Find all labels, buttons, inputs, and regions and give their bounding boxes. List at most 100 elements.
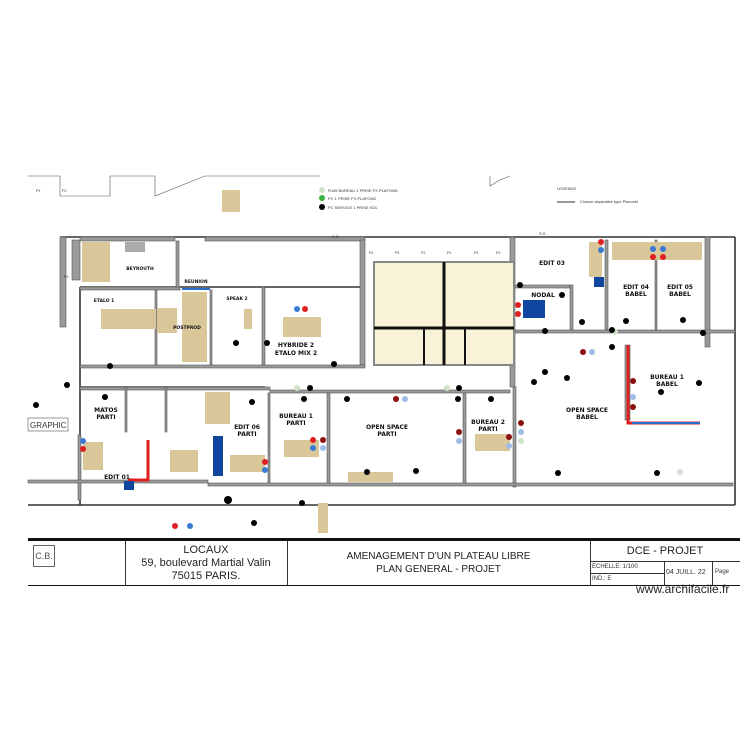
room-label-edit-04: EDIT 04	[623, 284, 649, 291]
title-block-title: AMENAGEMENT D'UN PLATEAU LIBRE PLAN GENE…	[287, 541, 591, 585]
legend: RJ45 BUREAU 1 PRISE FX PLAFOND PC 1 PRIS…	[319, 186, 638, 210]
room-label-edit-05-babel: BABEL	[669, 291, 691, 298]
room-label-bureau-1-babel: BUREAU 1	[650, 374, 684, 381]
socket-darkred-icon	[456, 429, 462, 435]
title-block-info: DCE - PROJET ECHELLE: 1/100 IND.: E 04 J…	[590, 541, 740, 585]
room-label-hybride-2: HYBRIDE 2	[278, 342, 314, 349]
pi-label: P.I.	[474, 250, 480, 255]
socket-service-icons	[33, 282, 706, 526]
scale-label: ECHELLE: 1/100	[592, 564, 638, 570]
drawing-title: AMENAGEMENT D'UN PLATEAU LIBRE	[346, 551, 531, 562]
socket-lightblue-icon	[518, 429, 524, 435]
pi-label: P.I.	[421, 250, 427, 255]
building-exterior-outline	[28, 175, 511, 197]
company-logo: C.B.	[33, 545, 55, 567]
socket-red-icon	[310, 437, 316, 443]
socket-red-icon	[515, 311, 521, 317]
socket-darkred-icon	[630, 404, 636, 410]
index-label: IND.: E	[592, 576, 612, 582]
ss-label: S.S.	[539, 231, 547, 236]
socket-rj45-icon	[518, 438, 524, 444]
socket-red-icon	[262, 459, 268, 465]
room-label-bureau-1-parti-2: PARTI	[286, 420, 305, 427]
socket-darkred-icon	[393, 396, 399, 402]
socket-lightblue-icon	[506, 443, 512, 449]
socket-rj45-icon	[294, 385, 300, 391]
legend-rj45-icon	[319, 187, 325, 193]
room-label-speak-2: SPEAK 2	[226, 296, 247, 302]
socket-red-icon	[302, 306, 308, 312]
date-label: 04 JUILL. 22	[666, 569, 706, 576]
walls	[27, 236, 736, 506]
socket-blue-icon	[80, 438, 86, 444]
socket-lightblue-icon	[320, 445, 326, 451]
socket-blue-icon	[187, 523, 193, 529]
room-label-nodal: NODAL	[531, 292, 555, 299]
room-label-etalo-mix-2: ETALO MIX 2	[275, 350, 317, 357]
equipment	[213, 277, 604, 476]
pi-label: P.I.	[36, 188, 42, 193]
socket-darkred-icon	[518, 420, 524, 426]
room-label-graphic: GRAPHIC	[30, 421, 67, 430]
socket-red-icon	[80, 446, 86, 452]
socket-red-icon	[650, 254, 656, 260]
room-label-edit-06: EDIT 06	[234, 424, 260, 431]
furniture	[82, 242, 702, 533]
room-label-reunion: REUNION	[184, 279, 207, 285]
room-label-edit-05: EDIT 05	[667, 284, 693, 291]
equipment-rack	[124, 481, 134, 490]
socket-blue-icon	[660, 246, 666, 252]
divider	[712, 561, 713, 585]
graphic-label-box	[27, 417, 69, 432]
divider	[590, 573, 664, 574]
phase-label: DCE - PROJET	[590, 541, 740, 562]
watermark: www.archifacile.fr	[636, 582, 730, 596]
ss-label: S.S.	[332, 234, 340, 239]
socket-blue-icon	[262, 467, 268, 473]
room-label-open-space-babel-2: BABEL	[576, 414, 598, 421]
courtyard	[373, 261, 515, 366]
legend-pc-icon	[319, 195, 325, 201]
socket-blue-icon	[310, 445, 316, 451]
room-label-matos-parti: PARTI	[96, 414, 115, 421]
socket-blue-icon	[650, 246, 656, 252]
pi-label: P.I.	[395, 250, 401, 255]
pi-label: P.I.	[64, 274, 70, 279]
furniture	[222, 190, 240, 212]
room-label-bureau-1-babel-2: BABEL	[656, 381, 678, 388]
socket-red-icon	[660, 254, 666, 260]
socket-darkred-icon	[506, 434, 512, 440]
socket-blue-icon	[294, 306, 300, 312]
room-label-bureau-2-parti: BUREAU 2	[471, 419, 505, 426]
socket-darkred-icon	[630, 378, 636, 384]
room-label-bureau-2-parti-2: PARTI	[478, 426, 497, 433]
red-partition	[128, 440, 150, 482]
title-block-address: LOCAUX 59, boulevard Martial Valin 75015…	[125, 541, 288, 585]
legend-label: Cloison séparative type Placostil	[580, 199, 638, 204]
socket-red-icon	[172, 523, 178, 529]
socket-darkred-icon	[320, 437, 326, 443]
room-label-postprod: POSTPROD	[173, 325, 201, 331]
title-block: C.B. LOCAUX 59, boulevard Martial Valin …	[28, 538, 740, 586]
room-label-edit-03: EDIT 03	[539, 260, 565, 267]
title-block-logo-cell: C.B.	[28, 541, 126, 585]
room-label-open-space-parti-2: PARTI	[377, 431, 396, 438]
socket-rj45-icon	[677, 469, 683, 475]
pi-label: P.I.	[496, 250, 502, 255]
room-label-bureau-1-parti: BUREAU 1	[279, 413, 313, 420]
pi-label: P.I.	[447, 250, 453, 255]
drawing-subtitle: PLAN GENERAL - PROJET	[376, 564, 501, 575]
room-labels: BEYROUTH REUNION ETALO 1 POSTPROD SPEAK …	[27, 188, 693, 481]
page-label: Page	[715, 569, 730, 575]
room-label-edit-06-parti: PARTI	[237, 431, 256, 438]
socket-blue-icon	[598, 247, 604, 253]
socket-rj45-icon	[444, 385, 450, 391]
room-label-edit-01: EDIT 01	[104, 474, 130, 481]
socket-lightblue-icon	[402, 396, 408, 402]
divider	[664, 561, 665, 585]
legend-label: PC 1 PRISE FX PLAFOND	[328, 196, 376, 201]
socket-red-icon	[515, 302, 521, 308]
room-label-etalo-1: ETALO 1	[94, 298, 115, 304]
legend-label: PC SERVICE 1 PRISE SOL	[328, 205, 378, 210]
